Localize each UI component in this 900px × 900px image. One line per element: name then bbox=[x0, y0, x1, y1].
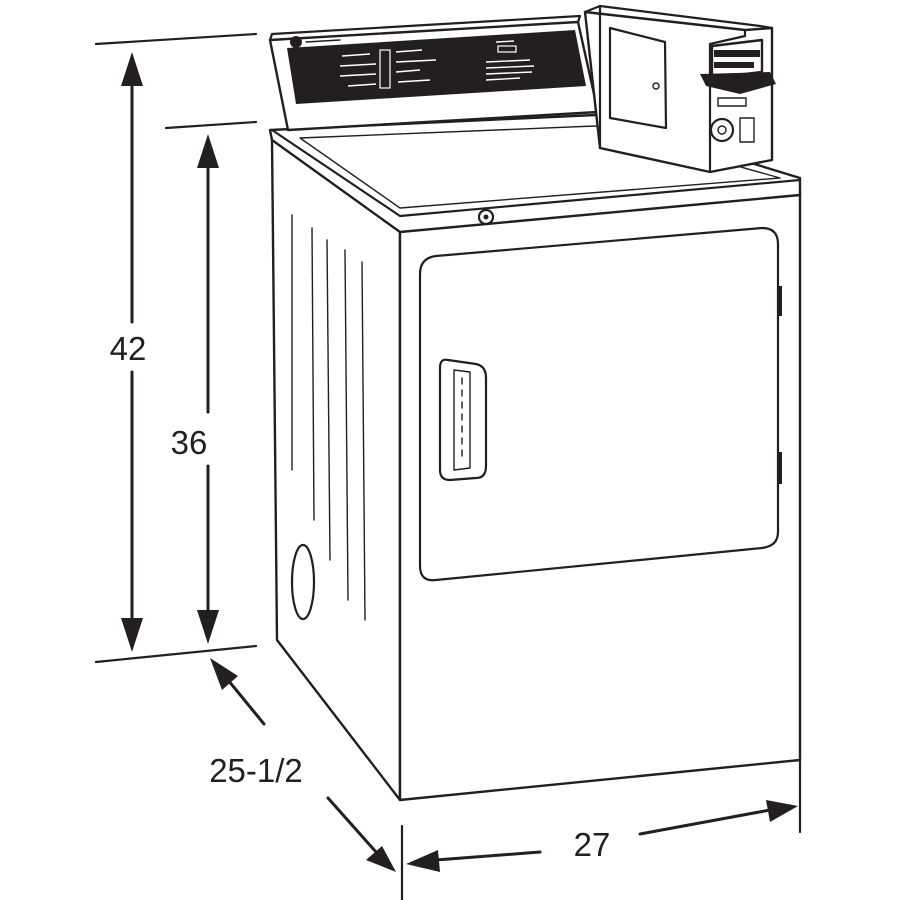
coin-box-door bbox=[608, 26, 668, 130]
dryer-side-panel bbox=[270, 138, 402, 802]
coin-slide-slots bbox=[714, 50, 760, 68]
dimension-overall-height: 42 bbox=[110, 52, 147, 652]
lint-filter-knob-center bbox=[483, 214, 489, 220]
lint-filter-knob-icon bbox=[477, 208, 495, 226]
coin-slide bbox=[710, 38, 764, 80]
dimension-width: 27 bbox=[406, 800, 798, 872]
door-hinge-bottom bbox=[777, 452, 782, 484]
side-rib bbox=[361, 261, 366, 621]
side-rib bbox=[326, 239, 331, 561]
side-rib bbox=[311, 227, 315, 521]
side-vent-icon bbox=[290, 543, 316, 621]
dryer-illustration bbox=[268, 4, 802, 802]
control-console-top bbox=[268, 14, 582, 42]
door-handle-recess bbox=[453, 369, 471, 471]
dimension-depth: 25-1/2 bbox=[209, 658, 396, 872]
coin-slide-handle bbox=[700, 72, 776, 94]
extension-line-floor bbox=[94, 644, 258, 664]
extension-line-top-overall bbox=[94, 32, 258, 46]
door-hinge-top bbox=[777, 286, 782, 316]
side-rib bbox=[344, 249, 349, 601]
coin-vault-lock-icon bbox=[709, 117, 735, 143]
top-lid-edge bbox=[270, 128, 802, 218]
coin-door-lock-icon bbox=[652, 82, 660, 90]
dimension-annotations: 42 36 25-1/2 27 bbox=[94, 32, 802, 900]
brand-logo-icon bbox=[290, 36, 302, 48]
dryer-front-panel bbox=[398, 190, 802, 802]
brand-text bbox=[305, 39, 341, 43]
extension-line-top-cabinet bbox=[164, 120, 258, 130]
coin-return bbox=[717, 97, 747, 107]
coin-box bbox=[583, 4, 776, 174]
width-label: 27 bbox=[574, 826, 611, 863]
depth-label: 25-1/2 bbox=[209, 752, 303, 789]
overall-height-label: 42 bbox=[110, 330, 147, 367]
top-lid-inner bbox=[299, 125, 781, 209]
dryer-door bbox=[418, 226, 780, 582]
door-handle bbox=[438, 358, 488, 482]
control-panel-markings bbox=[339, 40, 535, 89]
dimension-cabinet-height: 36 bbox=[171, 134, 219, 644]
cabinet-height-label: 36 bbox=[171, 424, 208, 461]
